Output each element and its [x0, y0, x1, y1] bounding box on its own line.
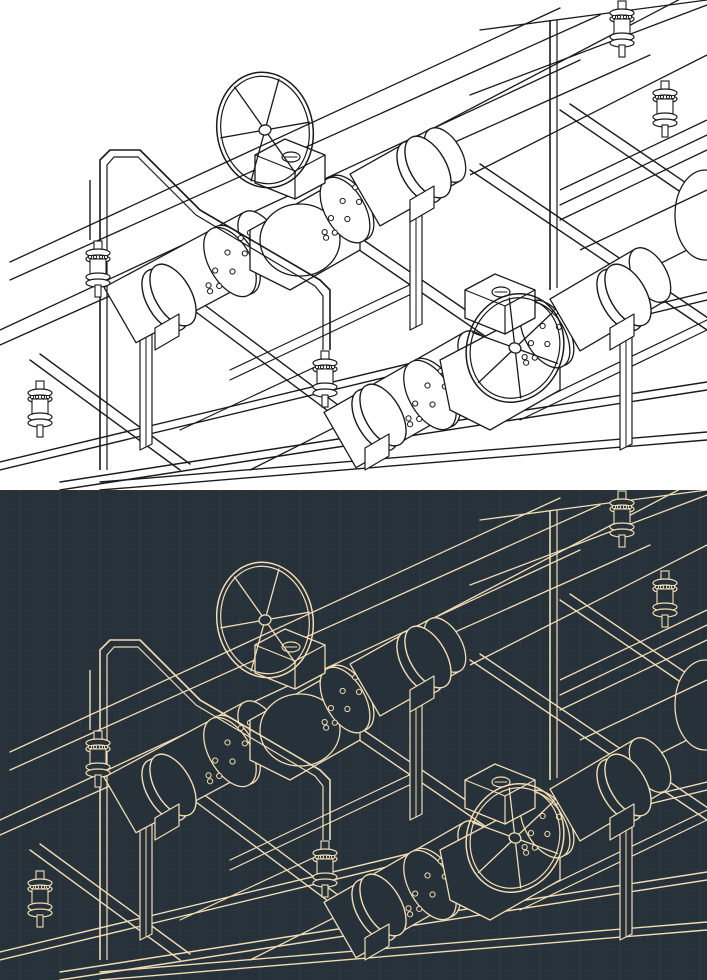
- pipe-clamp-right: [396, 135, 452, 223]
- flange-bolt: [424, 382, 431, 389]
- upper-handwheel: [215, 71, 315, 189]
- lower-pipeline: [323, 247, 672, 471]
- upper-handwheel: [215, 561, 315, 679]
- impulse-tubing: [89, 20, 558, 470]
- lower-handwheel: [465, 293, 565, 403]
- flange-bolt: [205, 772, 212, 779]
- flange-bolt: [323, 724, 330, 731]
- pipe-clamp-lower-left: [351, 383, 407, 471]
- upper-pipeline: [103, 71, 467, 451]
- flange-bolt: [206, 288, 214, 295]
- flange-bolt: [229, 758, 236, 765]
- needle-valve-center: [312, 350, 338, 408]
- impulse-tubing: [89, 510, 558, 960]
- lower-pipeline: [323, 737, 672, 961]
- pipe-clamp-right: [396, 625, 452, 713]
- background-large-pipe: [429, 490, 707, 751]
- flange-bolt: [206, 778, 214, 785]
- pipe-support-right: [619, 333, 633, 451]
- flange-bolt: [429, 401, 436, 408]
- flange-bolt: [229, 268, 236, 275]
- flange-bolt: [405, 415, 412, 422]
- flange-bolt: [412, 890, 419, 897]
- flange-bolt: [355, 198, 363, 205]
- needle-valve-top-right: [609, 490, 635, 548]
- flange-bolt: [405, 905, 412, 912]
- flange-bolt: [429, 891, 436, 898]
- flange-bolt: [539, 812, 546, 820]
- flange-bolt: [406, 421, 414, 428]
- flange-bolt: [216, 282, 223, 290]
- pipe-support-left: [139, 823, 153, 941]
- lower-handwheel: [465, 783, 565, 893]
- needle-valve-center: [312, 840, 338, 898]
- flange-bolt: [416, 415, 423, 423]
- flange-bolt: [424, 872, 431, 879]
- flange-bolt: [224, 739, 231, 746]
- flange-bolt: [331, 719, 338, 726]
- upper-pipeline: [103, 561, 467, 941]
- flange-bolt: [323, 234, 330, 241]
- flange-bolt: [205, 282, 212, 289]
- lower-valve-bonnet: [464, 273, 536, 335]
- flange-bolt: [321, 719, 328, 726]
- flange-bolt: [331, 229, 338, 236]
- flange-bolt: [212, 267, 219, 274]
- flange-bolt: [344, 705, 351, 713]
- upper-flange-right: [319, 174, 375, 244]
- needle-valve-bottom-left: [27, 380, 53, 438]
- pipe-clamp-left: [141, 263, 197, 351]
- needle-valve-bottom-left: [27, 870, 53, 928]
- flange-bolt: [544, 830, 551, 838]
- needle-valve-left: [85, 240, 111, 298]
- background-large-pipe: [429, 0, 707, 261]
- flange-bolt: [412, 400, 419, 407]
- needle-valve-right: [652, 80, 678, 138]
- light-blueprint-panel: [0, 0, 707, 490]
- flange-bolt: [521, 844, 528, 851]
- flange-bolt: [523, 849, 530, 856]
- flange-bolt: [544, 340, 551, 348]
- flange-bolt: [406, 911, 414, 918]
- flange-bolt: [241, 250, 248, 257]
- flange-bolt: [539, 322, 546, 330]
- dark-blueprint-panel: [0, 490, 707, 980]
- pipe-support-mid: [409, 693, 423, 821]
- pipe-clamp-lower-right: [596, 753, 652, 841]
- light-panel-drawing: [0, 0, 707, 490]
- pipe-support-right: [619, 823, 633, 941]
- flange-bolt: [321, 229, 328, 236]
- pipe-clamp-lower-right: [596, 263, 652, 351]
- flange-bolt: [521, 354, 528, 361]
- flange-bolt: [212, 757, 219, 764]
- needle-valve-left: [85, 730, 111, 788]
- flange-bolt: [416, 905, 423, 913]
- pipe-support-left: [139, 333, 153, 451]
- needle-valve-top-right: [609, 0, 635, 58]
- flange-bolt: [237, 234, 244, 242]
- dark-panel-drawing: [0, 490, 707, 980]
- flange-bolt: [339, 687, 346, 695]
- pipe-support-mid: [409, 203, 423, 331]
- flange-bolt: [527, 830, 535, 837]
- flange-bolt: [237, 724, 244, 732]
- needle-valve-right: [652, 570, 678, 628]
- flange-bolt: [216, 772, 223, 780]
- flange-bolt: [523, 359, 530, 366]
- upper-flange-left: [203, 224, 261, 298]
- flange-bolt: [527, 340, 535, 347]
- flange-bolt: [327, 705, 335, 712]
- flange-bolt: [327, 215, 335, 222]
- pipe-clamp-lower-left: [351, 873, 407, 961]
- flange-bolt: [344, 215, 351, 223]
- flange-bolt: [224, 249, 231, 256]
- flange-bolt: [241, 740, 248, 747]
- flange-bolt: [355, 688, 363, 695]
- flange-bolt: [339, 197, 346, 205]
- pipe-clamp-left: [141, 753, 197, 841]
